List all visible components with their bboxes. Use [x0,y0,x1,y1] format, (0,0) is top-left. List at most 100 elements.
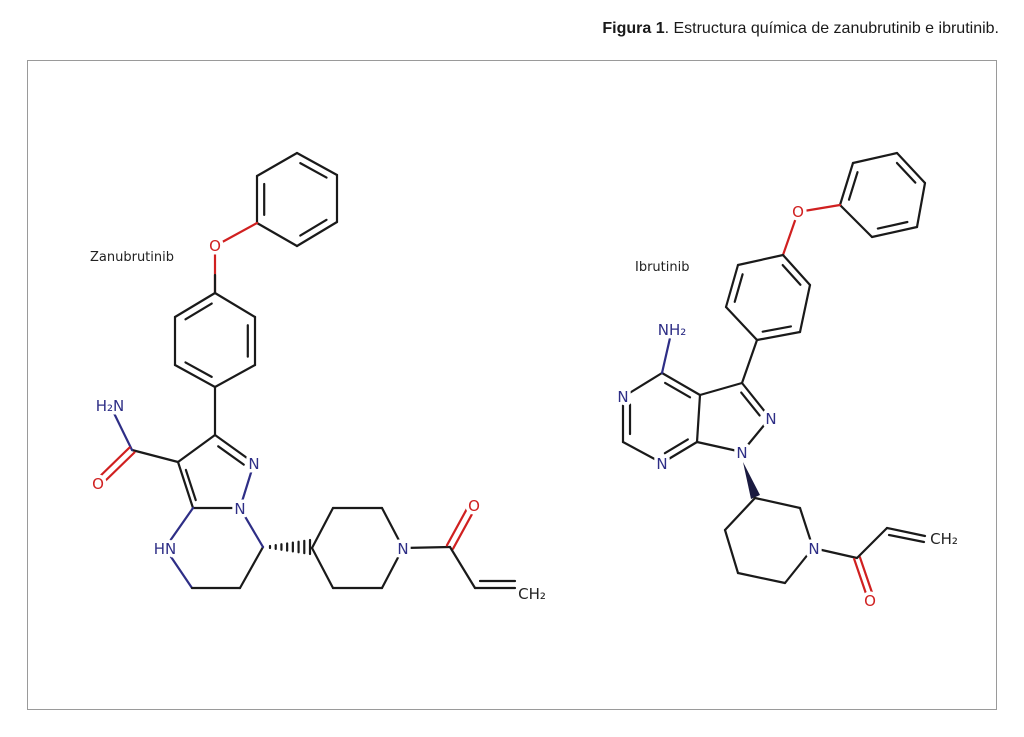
atom-oxygen: O [864,592,876,610]
bond [781,253,812,287]
bond [876,220,909,230]
bond [858,555,874,597]
bond [238,461,256,510]
atom-ch2: CH₂ [930,530,958,548]
bond [695,440,744,454]
bond [698,381,744,397]
bond [310,506,335,550]
bond [733,273,744,303]
bond [736,253,785,267]
bond [445,502,472,547]
bond [299,162,328,179]
bond [173,291,217,319]
bond [255,221,299,248]
bond [723,496,757,532]
atom-nitrogen: N [808,540,819,558]
bond [448,545,477,590]
ibrutinib-structure: Ibrutinib O NH₂ N N N N N O CH₂ [614,200,962,614]
bond [217,445,245,466]
atom-nitrogen: N [765,410,776,428]
atom-nitrogen: N [656,455,667,473]
atom-nitrogen: N [397,540,408,558]
bond [740,338,759,385]
bond [724,305,759,342]
bond [870,225,919,239]
bond [299,218,328,237]
bond [310,546,335,590]
bond [915,181,927,229]
atom-oxygen: O [92,475,104,493]
bond [451,505,478,550]
bond [740,381,772,420]
atom-oxygen: O [209,237,221,255]
bond [855,526,889,560]
bond [621,440,664,465]
atom-amine: NH₂ [658,321,687,339]
bond [130,448,180,464]
bond [847,171,859,201]
atom-nh: HN [154,540,177,558]
bond [173,363,217,389]
figure-caption: Figura 1. Estructura química de zanubrut… [602,20,999,38]
bond [781,210,800,257]
atom-ch2: CH₂ [518,585,546,603]
bond [838,161,855,207]
bond [660,336,672,375]
bond [664,381,692,399]
bond [663,438,689,455]
atom-nitrogen: N [617,388,628,406]
bond [798,506,815,550]
bond [163,506,195,550]
bond [176,433,217,464]
atom-amine: H₂N [96,397,125,415]
bond [401,545,452,550]
bond [163,546,194,590]
bond [184,468,197,502]
bond [213,363,257,389]
figure-frame [27,60,997,710]
bond [796,203,842,214]
bond [885,526,927,538]
bond [736,571,787,585]
atom-nitrogen: N [248,455,259,473]
bond [783,546,815,585]
bond [887,533,926,544]
bond [621,371,664,399]
bond [108,403,134,452]
bond [895,151,927,185]
bond [99,451,136,487]
bond [723,528,740,575]
zanubrutinib-structure: Zanubrutinib O H₂N O N N HN N O CH₂ [89,234,550,607]
bond [213,433,256,465]
bond [740,416,772,454]
bonds [94,151,927,599]
bond [295,151,339,177]
bond [295,220,339,248]
bond [380,506,405,550]
bond [724,263,740,309]
bond [94,446,131,482]
bond [753,496,802,510]
stereo-wedge [743,462,760,499]
bond [213,221,259,248]
bond [660,440,699,465]
bond [238,545,265,590]
molecule-label-zanubrutinib: Zanubrutinib [90,250,174,265]
bond [213,291,257,319]
atom-nitrogen: N [736,444,747,462]
bond [755,330,802,342]
caption-prefix: Figura 1 [602,20,665,37]
bond [695,393,702,444]
bond [811,546,859,560]
bond [853,557,869,599]
bond [176,460,195,510]
bond [255,151,299,178]
atom-oxygen: O [792,203,804,221]
atom-nitrogen: N [234,500,245,518]
bond [740,391,761,417]
atom-oxygen: O [468,497,480,515]
bond [781,263,802,286]
caption-text: . Estructura química de zanubrutinib e i… [664,20,999,37]
molecule-label-ibrutinib: Ibrutinib [635,260,689,275]
